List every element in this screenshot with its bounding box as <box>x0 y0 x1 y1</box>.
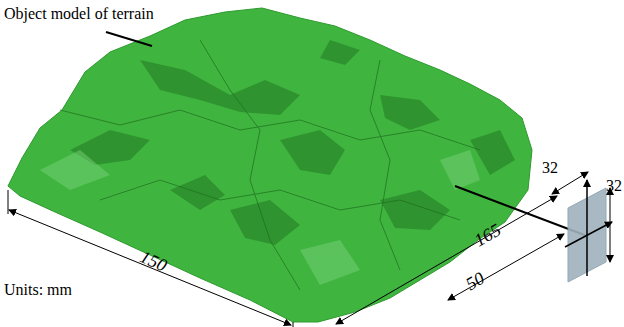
callout-label: Object model of terrain <box>4 6 154 22</box>
dimension-label: 32 <box>542 160 558 176</box>
units-note: Units: mm <box>4 282 72 298</box>
dimension-label: 32 <box>606 178 622 194</box>
